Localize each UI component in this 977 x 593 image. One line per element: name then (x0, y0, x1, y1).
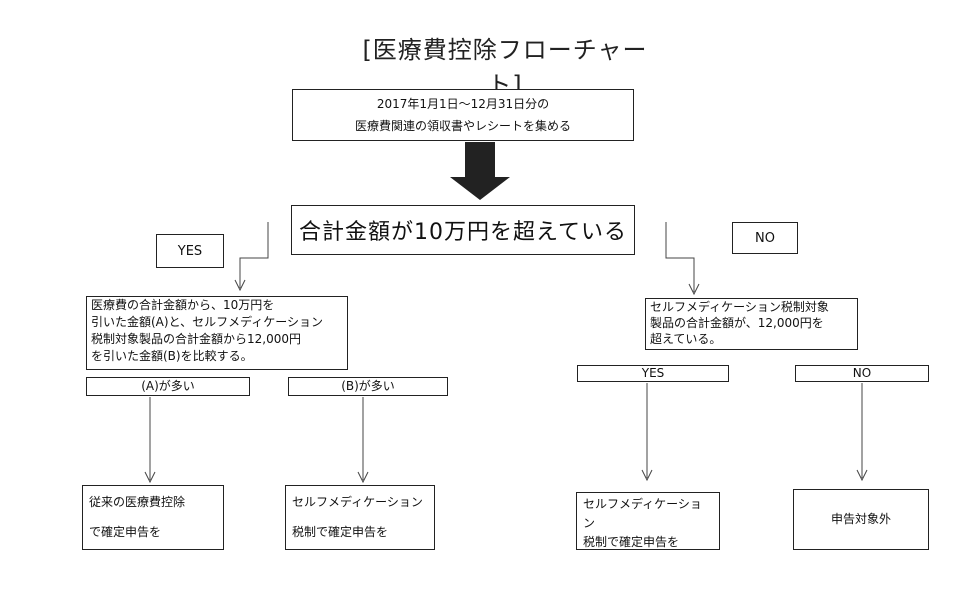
chart-title: [医療費控除フローチャート] (362, 36, 648, 99)
decision-box: 合計金額が10万円を超えている (291, 205, 635, 255)
arrowhead-d (856, 469, 868, 482)
result-b-box: セルフメディケーション 税制で確定申告を (285, 485, 435, 550)
connector-yes-left (239, 222, 269, 288)
start-line-1: 2017年1月1日～12月31日分の (376, 97, 550, 111)
result-c-line-2: 税制で確定申告を (583, 535, 680, 549)
result-a-line-2: で確定申告を (89, 524, 162, 539)
yes2-label: YES (577, 365, 729, 382)
arrowhead-no-right (688, 283, 700, 296)
result-a-line-1: 従来の医療費控除 (89, 495, 186, 510)
compare-box: 医療費の合計金額から、10万円を 引いた金額(A)と、セルフメディケーション 税… (86, 296, 348, 370)
arrowhead-yes-left (234, 279, 246, 292)
result-d-box: 申告対象外 (793, 489, 929, 550)
compare-line-1: 医療費の合計金額から、10万円を (91, 298, 275, 312)
result-c-line-1: セルフメディケーション (583, 497, 702, 530)
arrowhead-a (144, 471, 156, 484)
result-c-box: セルフメディケーション 税制で確定申告を (576, 492, 720, 550)
self-med-line-1: セルフメディケーション税制対象 (650, 300, 829, 314)
start-box: 2017年1月1日～12月31日分の 医療費関連の領収書やレシートを集める (292, 89, 634, 141)
yes-label: YES (156, 234, 224, 268)
connector-no-right (665, 222, 695, 292)
self-med-line-2: 製品の合計金額が、12,000円を (650, 316, 824, 330)
result-a-box: 従来の医療費控除 で確定申告を (82, 485, 224, 550)
arrowhead-c (641, 469, 653, 482)
compare-line-3: 税制対象製品の合計金額から12,000円 (91, 332, 301, 346)
b-more-label: (B)が多い (288, 377, 448, 396)
start-line-2: 医療費関連の領収書やレシートを集める (354, 119, 571, 133)
compare-line-4: を引いた金額(B)を比較する。 (91, 349, 253, 363)
arrowhead-b (357, 471, 369, 484)
a-more-label: (A)が多い (86, 377, 250, 396)
no2-label: NO (795, 365, 929, 382)
no-label: NO (732, 222, 798, 254)
compare-line-2: 引いた金額(A)と、セルフメディケーション (91, 315, 324, 329)
result-b-line-1: セルフメディケーション (292, 495, 423, 510)
block-arrow-down (450, 142, 510, 200)
self-med-box: セルフメディケーション税制対象 製品の合計金額が、12,000円を 超えている。 (645, 298, 858, 350)
self-med-line-3: 超えている。 (650, 332, 722, 346)
result-b-line-2: 税制で確定申告を (292, 524, 389, 539)
